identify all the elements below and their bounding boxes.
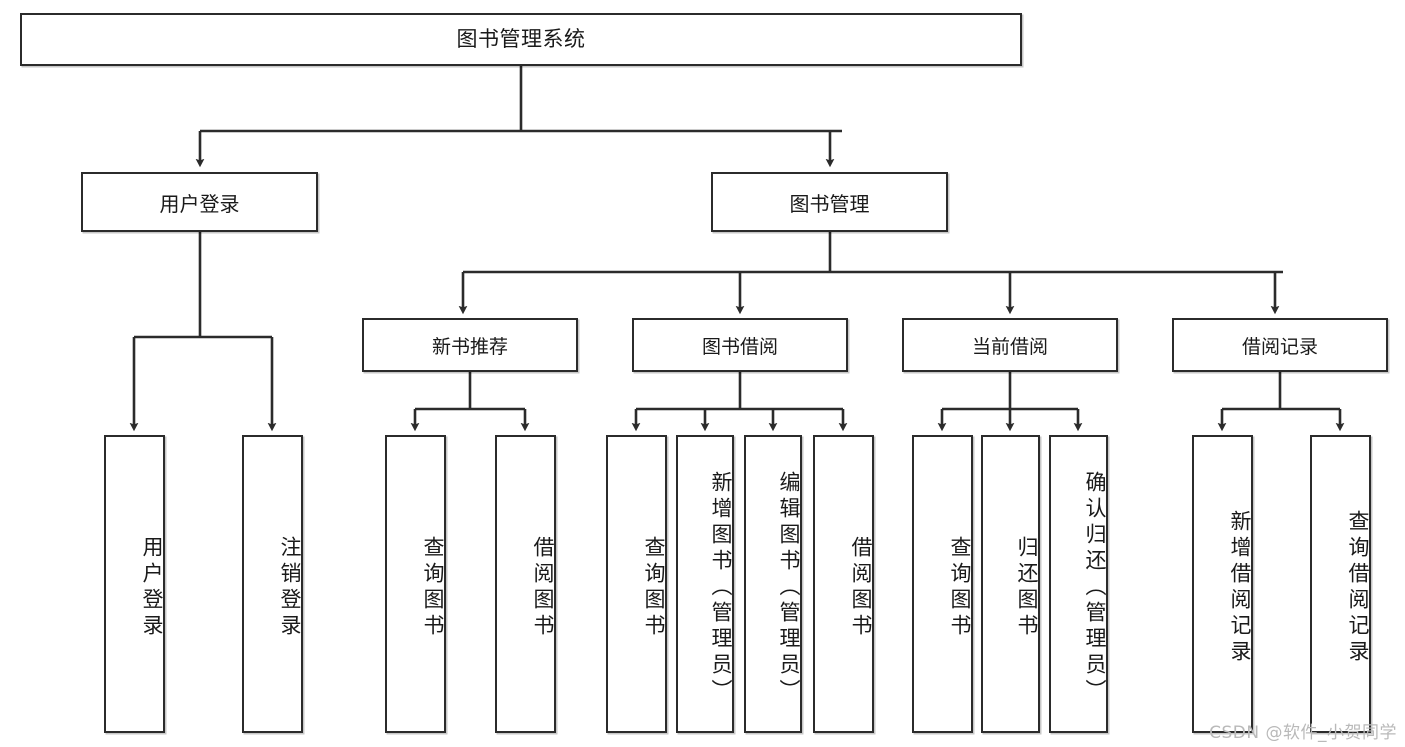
node-borrow-record-label: 借阅记录: [1241, 335, 1318, 358]
node-leaf-borrow-book-1[interactable]: 借阅图书: [495, 435, 556, 733]
node-current-borrow-label: 当前借阅: [971, 335, 1048, 358]
node-leaf-query-book-2[interactable]: 查询图书: [606, 435, 667, 733]
node-root[interactable]: 图书管理系统: [20, 13, 1022, 66]
node-leaf-user-login-label: 用户登录: [140, 536, 164, 640]
node-leaf-logout[interactable]: 注销登录: [242, 435, 303, 733]
node-leaf-return-book-label: 归还图书: [1015, 536, 1039, 640]
node-new-book-rec[interactable]: 新书推荐: [362, 318, 578, 372]
node-leaf-query-book-1-label: 查询图书: [421, 536, 445, 640]
node-book-borrow[interactable]: 图书借阅: [632, 318, 848, 372]
node-root-label: 图书管理系统: [456, 26, 586, 51]
node-leaf-confirm-return[interactable]: 确认归还（管理员）: [1049, 435, 1108, 733]
node-book-borrow-label: 图书借阅: [701, 335, 778, 358]
node-leaf-edit-book[interactable]: 编辑图书（管理员）: [744, 435, 802, 733]
node-leaf-confirm-return-label: 确认归还（管理员）: [1083, 471, 1107, 705]
node-leaf-query-book-3[interactable]: 查询图书: [912, 435, 973, 733]
node-leaf-query-book-3-label: 查询图书: [948, 536, 972, 640]
node-leaf-return-book[interactable]: 归还图书: [981, 435, 1040, 733]
node-book-manage[interactable]: 图书管理: [711, 172, 948, 232]
node-leaf-borrow-book-1-label: 借阅图书: [531, 536, 555, 640]
node-user-login[interactable]: 用户登录: [81, 172, 318, 232]
csdn-watermark: CSDN @软件_小贺同学: [1209, 723, 1397, 743]
node-leaf-user-login[interactable]: 用户登录: [104, 435, 165, 733]
node-leaf-add-record-label: 新增借阅记录: [1228, 510, 1252, 666]
node-leaf-borrow-book-2[interactable]: 借阅图书: [813, 435, 874, 733]
node-leaf-add-record[interactable]: 新增借阅记录: [1192, 435, 1253, 733]
node-leaf-add-book-label: 新增图书（管理员）: [709, 471, 733, 705]
node-leaf-query-book-2-label: 查询图书: [642, 536, 666, 640]
node-leaf-query-record-label: 查询借阅记录: [1346, 510, 1370, 666]
node-current-borrow[interactable]: 当前借阅: [902, 318, 1118, 372]
node-leaf-edit-book-label: 编辑图书（管理员）: [777, 471, 801, 705]
node-user-login-label: 用户登录: [159, 191, 240, 216]
node-book-manage-label: 图书管理: [789, 191, 870, 216]
node-borrow-record[interactable]: 借阅记录: [1172, 318, 1388, 372]
node-leaf-query-book-1[interactable]: 查询图书: [385, 435, 446, 733]
node-leaf-logout-label: 注销登录: [278, 536, 302, 640]
node-leaf-borrow-book-2-label: 借阅图书: [849, 536, 873, 640]
node-new-book-rec-label: 新书推荐: [431, 335, 508, 358]
node-leaf-query-record[interactable]: 查询借阅记录: [1310, 435, 1371, 733]
node-leaf-add-book[interactable]: 新增图书（管理员）: [676, 435, 734, 733]
